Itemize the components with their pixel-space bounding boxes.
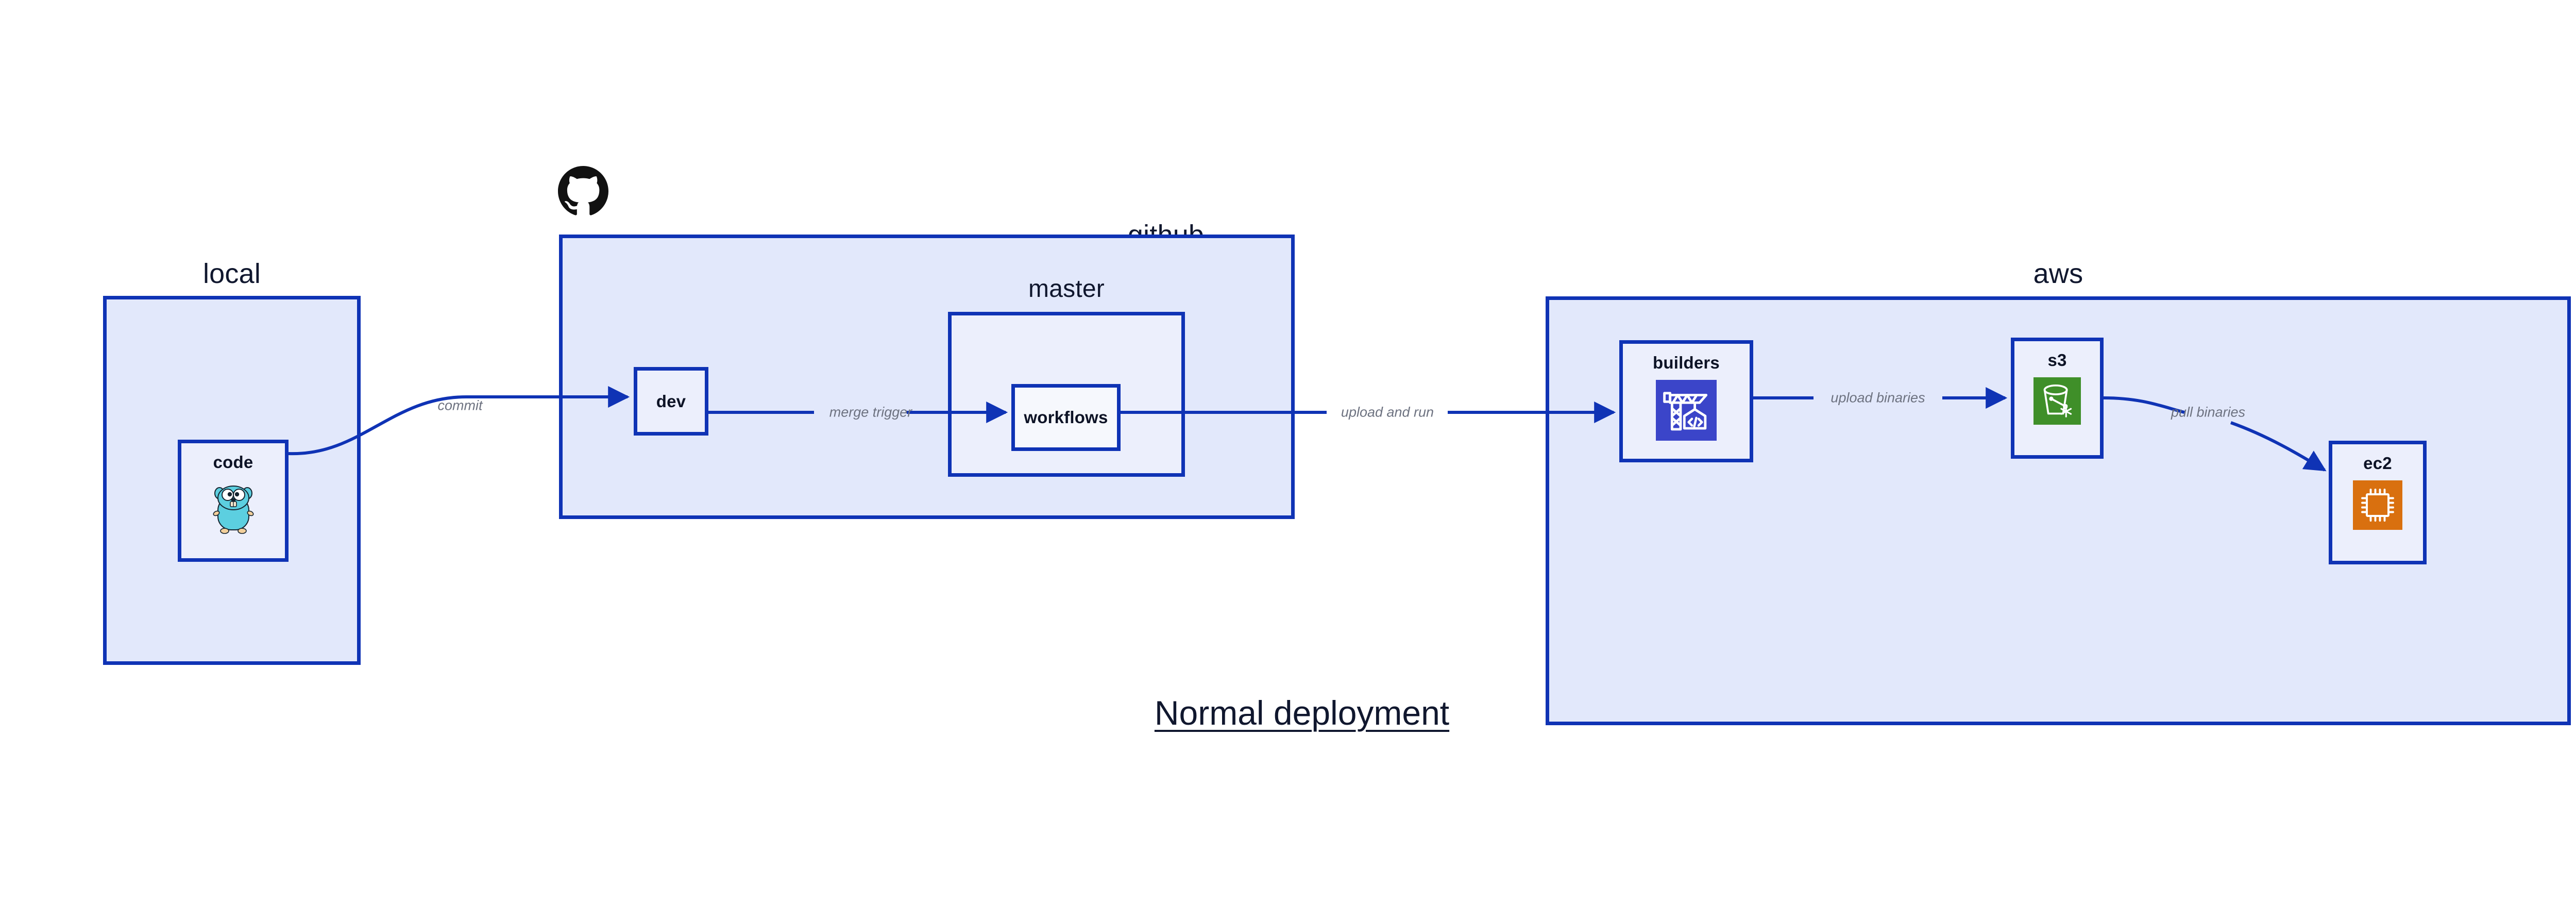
node-workflows-label: workflows — [1024, 408, 1108, 427]
github-octocat-icon — [558, 166, 608, 219]
node-builders[interactable]: builders — [1619, 340, 1753, 462]
edge-label-merge-trigger: merge trigger — [829, 404, 912, 420]
node-ec2-label: ec2 — [2363, 454, 2392, 473]
group-label-aws: aws — [2033, 258, 2083, 289]
go-gopher-icon — [210, 479, 257, 539]
s3-bucket-icon — [2033, 377, 2081, 427]
node-s3[interactable]: s3 — [2011, 338, 2104, 459]
node-s3-label: s3 — [2047, 350, 2067, 370]
group-label-master: master — [1028, 275, 1105, 303]
node-builders-label: builders — [1653, 353, 1720, 372]
node-ec2[interactable]: ec2 — [2329, 441, 2427, 564]
edge-label-pull-binaries: pull binaries — [2171, 404, 2246, 420]
node-code[interactable]: code — [178, 440, 289, 562]
edge-label-upload-and-run: upload and run — [1341, 404, 1434, 420]
diagram-title: Normal deployment — [1154, 694, 1450, 732]
node-dev[interactable]: dev — [634, 367, 708, 436]
node-dev-label: dev — [656, 391, 686, 411]
node-code-label: code — [213, 453, 253, 472]
edge-label-commit: commit — [437, 397, 483, 413]
group-label-local: local — [202, 258, 261, 289]
cpu-chip-icon — [2353, 480, 2402, 532]
node-workflows[interactable]: workflows — [1011, 384, 1121, 451]
edge-label-upload-binaries: upload binaries — [1831, 390, 1925, 406]
crane-code-icon — [1656, 380, 1717, 443]
